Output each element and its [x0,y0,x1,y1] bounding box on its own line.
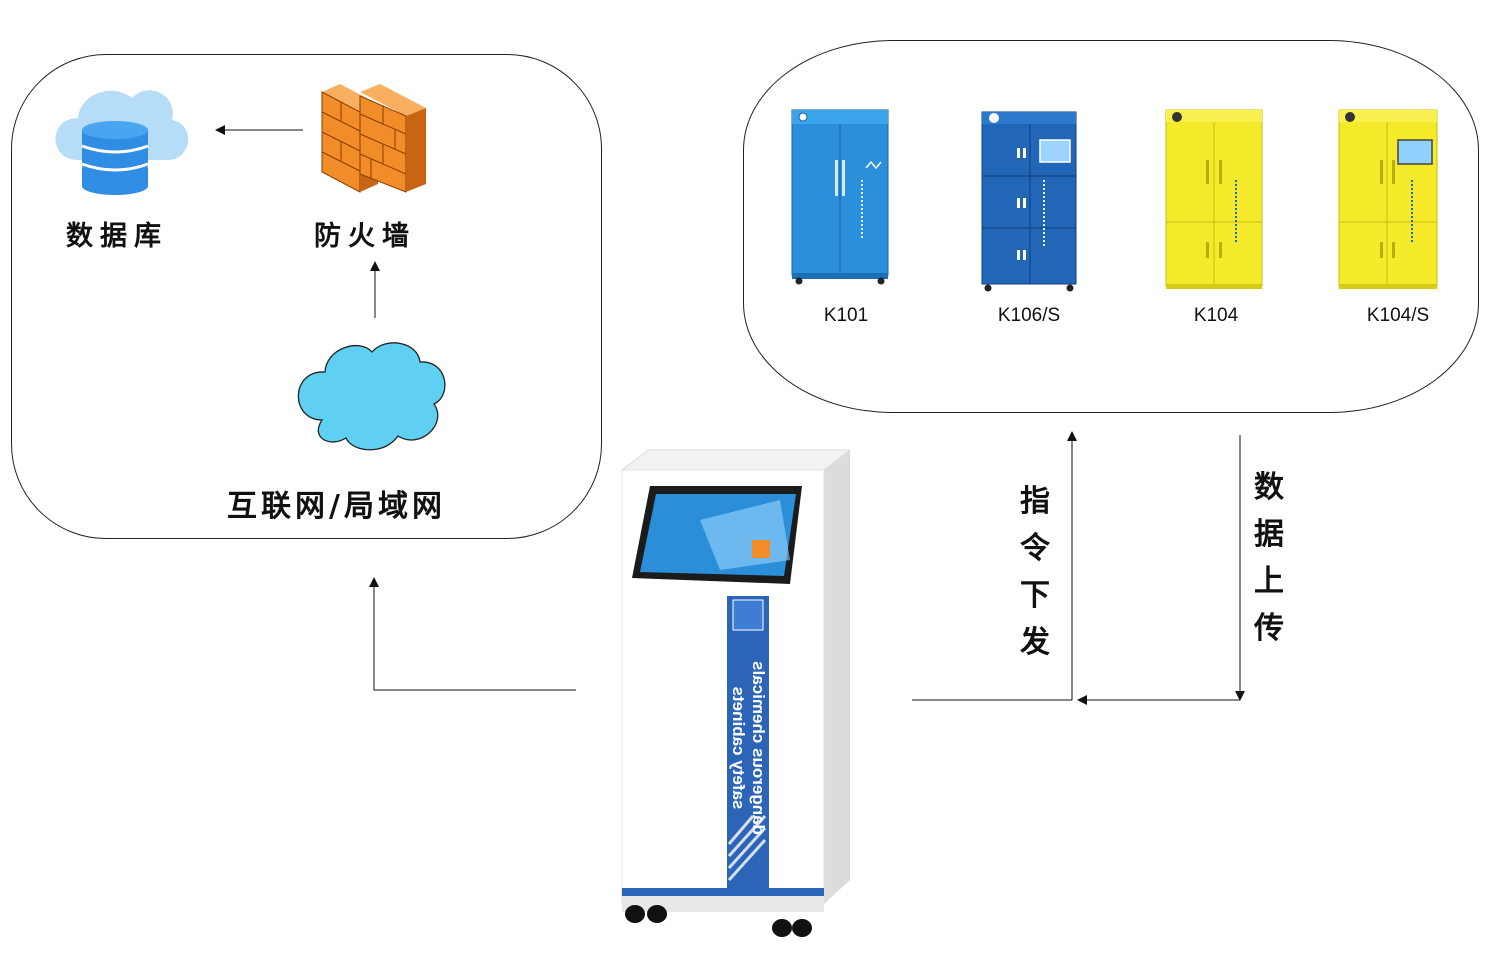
controller-text-line-2: safety cabinets [729,686,748,810]
cabinet-k104s [1338,109,1438,289]
controller-side-text: dangerous chemicals safety cabinets [728,598,768,898]
command-char: 指 [1020,484,1050,519]
network-cloud-icon [297,342,446,451]
command-down-label: 指 令 下 发 [1015,478,1055,666]
data-up-char: 据 [1254,517,1284,552]
network-label: 互联网/局域网 [227,489,446,524]
cabinet-label-k106s: K106/S [997,305,1061,326]
cabinet-k101 [791,109,889,285]
cabinet-k104 [1165,109,1263,289]
command-char: 发 [1020,625,1050,660]
cabinet-group-zone [743,40,1479,413]
controller-to-network-arrow [369,577,576,691]
command-char: 令 [1020,531,1050,566]
controller-kiosk [620,449,852,937]
database-label: 数据库 [66,221,168,252]
cabinet-label-k104: K104 [1193,305,1239,326]
cabinet-label-k104s: K104/S [1366,305,1430,326]
database-icon [55,90,189,195]
data-up-label: 数 据 上 传 [1249,464,1289,652]
command-char: 下 [1020,578,1050,613]
firewall-icon [321,84,426,193]
cabinet-label-k101: K101 [823,305,869,326]
network-zone [11,54,602,539]
controller-text-line-1: dangerous chemicals [749,661,768,835]
cabinet-k106s [981,111,1077,292]
firewall-label: 防火墙 [314,221,416,252]
data-up-char: 数 [1254,470,1284,505]
data-up-char: 上 [1254,564,1284,599]
data-up-char: 传 [1254,611,1284,646]
